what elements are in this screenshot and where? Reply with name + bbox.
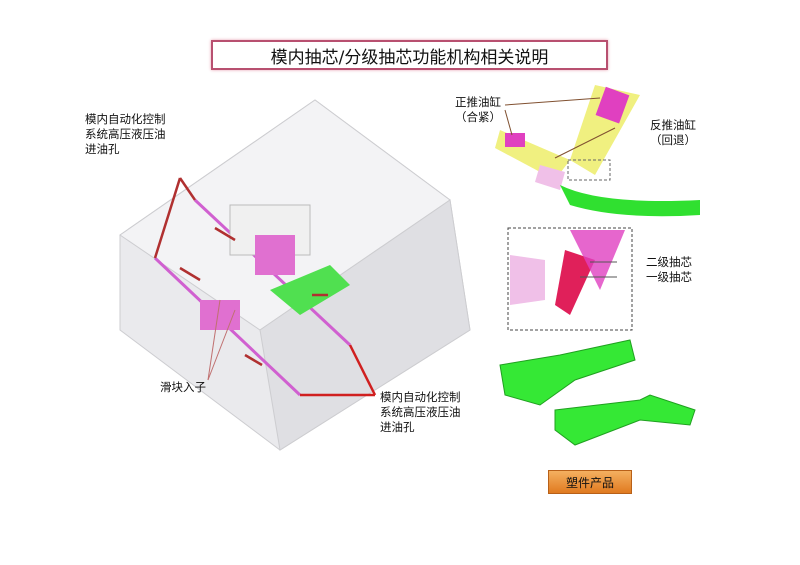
forward-cylinder-label: 正推油缸 （合紧）	[455, 95, 501, 125]
second-core-label: 二级抽芯	[646, 255, 692, 269]
plate	[229, 204, 311, 256]
detail-view	[507, 227, 633, 331]
label-line: 进油孔	[380, 420, 415, 434]
inlet-label-top: 模内自动化控制 系统高压液压油 进油孔	[85, 112, 166, 157]
label-line: 系统高压液压油	[85, 127, 166, 141]
cylinder-block	[255, 235, 295, 275]
plastic-product-label: 塑件产品	[548, 470, 632, 494]
slider-insert-label: 滑块入子	[160, 380, 206, 394]
label-line: 模内自动化控制	[380, 390, 461, 404]
label-line: 反推油缸	[650, 118, 696, 132]
slider-assembly	[495, 85, 700, 217]
label-line: 系统高压液压油	[380, 405, 461, 419]
label-line: （回退）	[650, 133, 696, 147]
label-line: 正推油缸	[455, 95, 501, 109]
label-line: 进油孔	[85, 142, 120, 156]
page-title: 模内抽芯/分级抽芯功能机构相关说明	[211, 40, 608, 70]
arrows	[153, 177, 377, 397]
slider-insert-part	[200, 300, 240, 330]
product-part	[270, 265, 350, 315]
label-line: 模内自动化控制	[85, 112, 166, 126]
inlet-label-bottom: 模内自动化控制 系统高压液压油 进油孔	[380, 390, 461, 435]
reverse-cylinder-label: 反推油缸 （回退）	[650, 118, 696, 148]
label-line: （合紧）	[455, 110, 501, 124]
plastic-products	[499, 339, 696, 446]
first-core-label: 一级抽芯	[646, 270, 692, 284]
